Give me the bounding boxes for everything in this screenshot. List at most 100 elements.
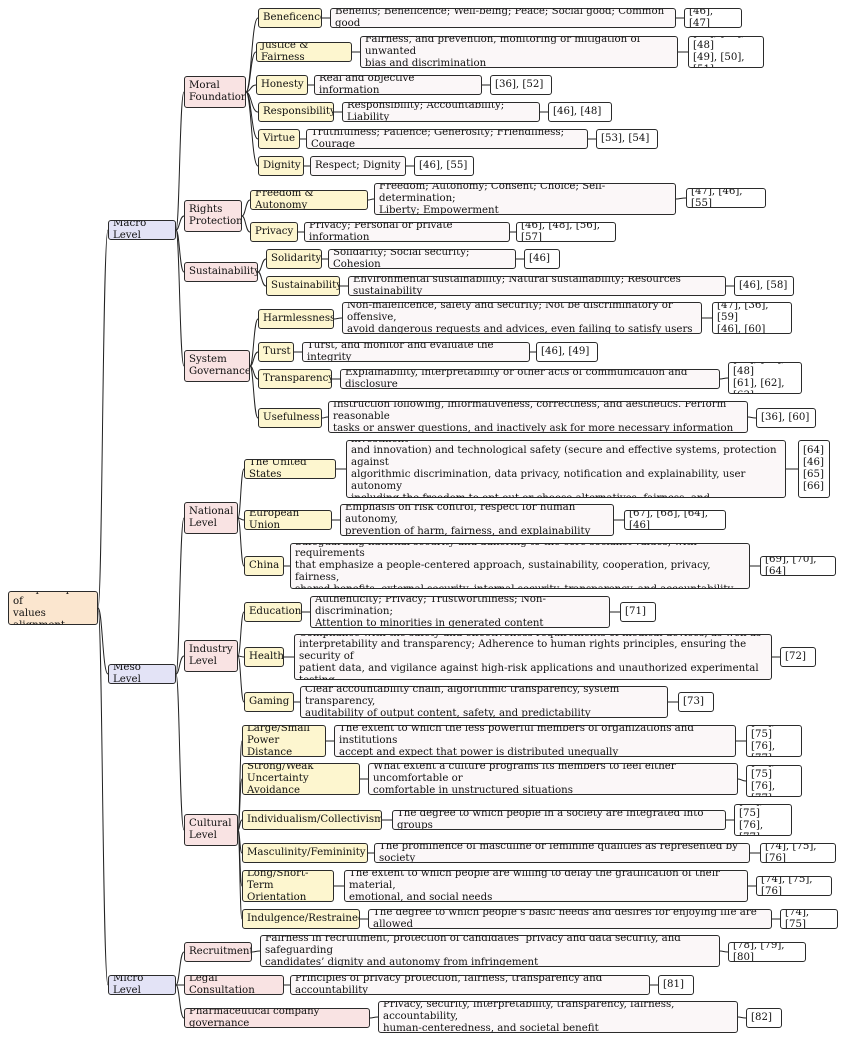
rights-protection-node: Rights Protection xyxy=(184,200,242,232)
transparency-node: Transparency xyxy=(258,369,332,389)
masculinity-desc: The prominence of masculine or feminine … xyxy=(374,843,750,863)
beneficence-desc: Benefits; Beneficence; Well-being; Peace… xyxy=(330,8,676,28)
recruitment-desc: Fairness in recruitment, protection of c… xyxy=(260,935,720,967)
responsibility-node: Responsibility xyxy=(258,102,334,122)
recruitment-refs: [78], [79], [80] xyxy=(728,942,806,962)
masculinity-refs: [74], [75], [76] xyxy=(760,843,836,863)
harmlessness-node: Harmlessness xyxy=(258,309,334,329)
honesty-node: Honesty xyxy=(256,75,308,95)
justice-fairness-refs: [46], [47], [48] [49], [50], [51] xyxy=(688,36,764,68)
dignity-node: Dignity xyxy=(258,156,304,176)
united-states-node: The United States xyxy=(244,459,336,479)
beneficence-node: Beneficence xyxy=(258,8,322,28)
justice-fairness-desc: Fairness, and prevention, monitoring or … xyxy=(360,36,678,68)
gaming-refs: [73] xyxy=(678,692,714,712)
connector-line xyxy=(719,950,729,953)
connector-line xyxy=(249,351,259,367)
privacy-node: Privacy xyxy=(250,222,298,242)
united-states-desc: Technological leadership (maintaining na… xyxy=(346,440,786,498)
connector-line xyxy=(241,199,251,217)
pharmaceutical-governance-node: Pharmaceutical company governance xyxy=(184,1008,370,1028)
connector-line xyxy=(175,517,185,675)
connector-line xyxy=(97,607,109,675)
justice-fairness-node: Justice & Fairness xyxy=(256,42,352,62)
honesty-desc: Real and objective information xyxy=(314,75,482,95)
connector-line xyxy=(237,819,243,831)
united-states-refs: [64] [46] [65] [66] xyxy=(798,440,830,498)
connector-line xyxy=(249,365,259,419)
power-distance-node: Large/Small Power Distance xyxy=(242,725,326,757)
european-union-refs: [67], [68], [64], [46] xyxy=(624,510,726,530)
transparency-refs: [47], [46], [48] [61], [62], [63] xyxy=(728,362,802,394)
education-node: Education xyxy=(244,602,302,622)
individualism-node: Individualism/Collectivism xyxy=(242,810,382,830)
industry-level-node: Industry Level xyxy=(184,640,238,672)
connector-line xyxy=(257,258,267,273)
root-node: The principles of values alignment xyxy=(8,591,98,625)
connector-line xyxy=(367,198,375,201)
turst-desc: Turst, and monitor and evaluate the inte… xyxy=(302,342,530,362)
china-refs: [69], [70], [64] xyxy=(760,556,836,576)
responsibility-refs: [46], [48] xyxy=(548,102,612,122)
honesty-refs: [36], [52] xyxy=(490,75,552,95)
meso-level-node: Meso Level xyxy=(108,664,176,684)
gaming-node: Gaming xyxy=(244,692,294,712)
connector-line xyxy=(737,778,747,782)
freedom-autonomy-node: Freedom & Autonomy xyxy=(250,190,368,210)
connector-line xyxy=(237,611,245,657)
uncertainty-avoidance-desc: What extent a culture programs its membe… xyxy=(368,763,738,795)
health-refs: [72] xyxy=(780,647,816,667)
masculinity-node: Masculinity/Femininity xyxy=(242,843,368,863)
legal-consultation-desc: Principles of privacy protection, fairne… xyxy=(290,975,650,995)
connector-line xyxy=(237,517,245,567)
responsibility-desc: Responsibility; Accountability; Liabilit… xyxy=(342,102,540,122)
indulgence-desc: The degree to which people’s basic needs… xyxy=(368,909,772,929)
connector-line xyxy=(747,416,757,419)
pharmaceutical-governance-desc: Privacy, security, interpretability, tra… xyxy=(378,1001,738,1033)
connector-line xyxy=(237,655,245,703)
connector-line xyxy=(175,655,185,675)
sustainability-node: Sustainability xyxy=(266,276,340,296)
european-union-node: European Union xyxy=(244,510,332,530)
health-desc: Compliance with the safety and effective… xyxy=(294,634,772,680)
connector-line xyxy=(175,673,185,831)
connector-line xyxy=(719,377,729,380)
sustainability-desc: Environmental sustainability; Natural su… xyxy=(348,276,726,296)
connector-line xyxy=(675,197,687,200)
virtue-desc: Truthfulness; Patience; Generosity; Frie… xyxy=(306,129,588,149)
china-node: China xyxy=(244,556,284,576)
beneficence-refs: [46], [47] xyxy=(684,8,742,28)
connector-line xyxy=(237,829,243,920)
connector-line xyxy=(175,951,185,986)
freedom-autonomy-desc: Freedom; Autonomy; Consent; Choice; Self… xyxy=(374,183,676,215)
sustainability-refs: [46], [58] xyxy=(734,276,794,296)
power-distance-refs: [74], [75] [76], [77] xyxy=(746,725,802,757)
health-node: Health xyxy=(244,647,284,667)
connector-line xyxy=(257,271,267,287)
virtue-refs: [53], [54] xyxy=(596,129,658,149)
pharmaceutical-governance-refs: [82] xyxy=(746,1008,782,1028)
harmlessness-refs: [47], [36], [59] [46], [60] xyxy=(712,302,792,334)
connector-line xyxy=(369,1016,379,1019)
connector-line xyxy=(175,984,185,1019)
macro-level-node: Macro Level xyxy=(108,220,176,240)
uncertainty-avoidance-node: Strong/Weak Uncertainty Avoidance xyxy=(242,763,360,795)
individualism-refs: [74], [75] [76], [77] xyxy=(734,804,792,836)
education-desc: Authenticity; Privacy; Trustworthiness; … xyxy=(310,596,610,628)
indulgence-refs: [74], [75] xyxy=(780,909,838,929)
virtue-node: Virtue xyxy=(258,129,300,149)
system-governance-node: System Governance xyxy=(184,350,250,382)
connector-line xyxy=(321,416,329,419)
usefulness-desc: Instruction following, informativeness, … xyxy=(328,401,748,433)
connector-line xyxy=(249,318,259,367)
freedom-autonomy-refs: [47], [46], [55] xyxy=(686,188,766,208)
micro-level-node: Micro Level xyxy=(108,975,176,995)
connector-line xyxy=(97,229,109,609)
connector-line xyxy=(237,517,245,521)
connector-line xyxy=(245,91,259,167)
connector-line xyxy=(237,778,243,831)
harmlessness-desc: Non-maleficence, safety and security; No… xyxy=(342,302,702,334)
individualism-desc: The degree to which people in a society … xyxy=(392,810,726,830)
